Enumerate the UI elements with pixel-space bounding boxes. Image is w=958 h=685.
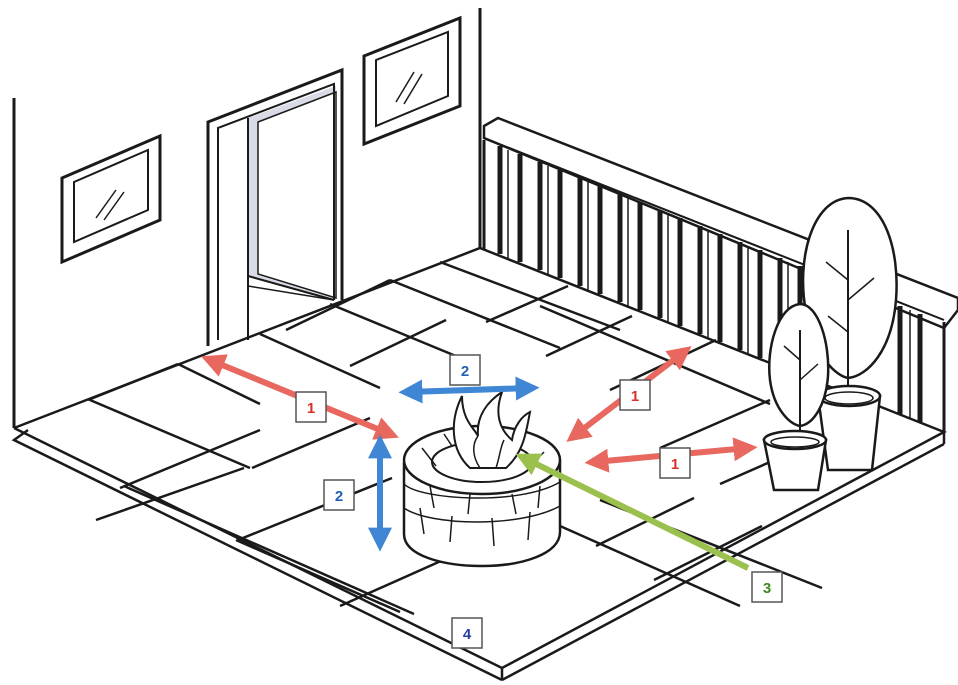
label-surface: 4 <box>463 626 472 643</box>
potted-plant-icon <box>801 196 898 472</box>
height-arrows <box>368 376 540 552</box>
label-clearance-left: 1 <box>307 400 315 417</box>
label-box-clearance-upper-right: 1 <box>619 379 651 411</box>
label-pit: 3 <box>763 580 771 597</box>
label-box-clearance-left: 1 <box>295 391 327 423</box>
label-box-height-top: 2 <box>449 354 481 386</box>
back-wall <box>12 8 482 428</box>
framed-picture-icon <box>60 133 162 265</box>
door-icon <box>206 67 344 346</box>
patio-floor <box>11 246 947 682</box>
potted-plant-icon <box>762 302 830 492</box>
label-box-clearance-lower-right: 1 <box>659 447 691 479</box>
label-box-surface: 4 <box>451 617 483 649</box>
label-clearance-upper-right: 1 <box>631 388 639 405</box>
label-height-top: 2 <box>461 363 469 380</box>
label-box-pit: 3 <box>751 571 783 603</box>
label-height-side: 2 <box>335 488 343 505</box>
height-arrow-top <box>398 376 540 404</box>
label-box-height-side: 2 <box>323 479 355 511</box>
label-clearance-lower-right: 1 <box>671 456 679 473</box>
framed-picture-icon <box>362 15 462 147</box>
pit-arrow <box>515 453 750 571</box>
